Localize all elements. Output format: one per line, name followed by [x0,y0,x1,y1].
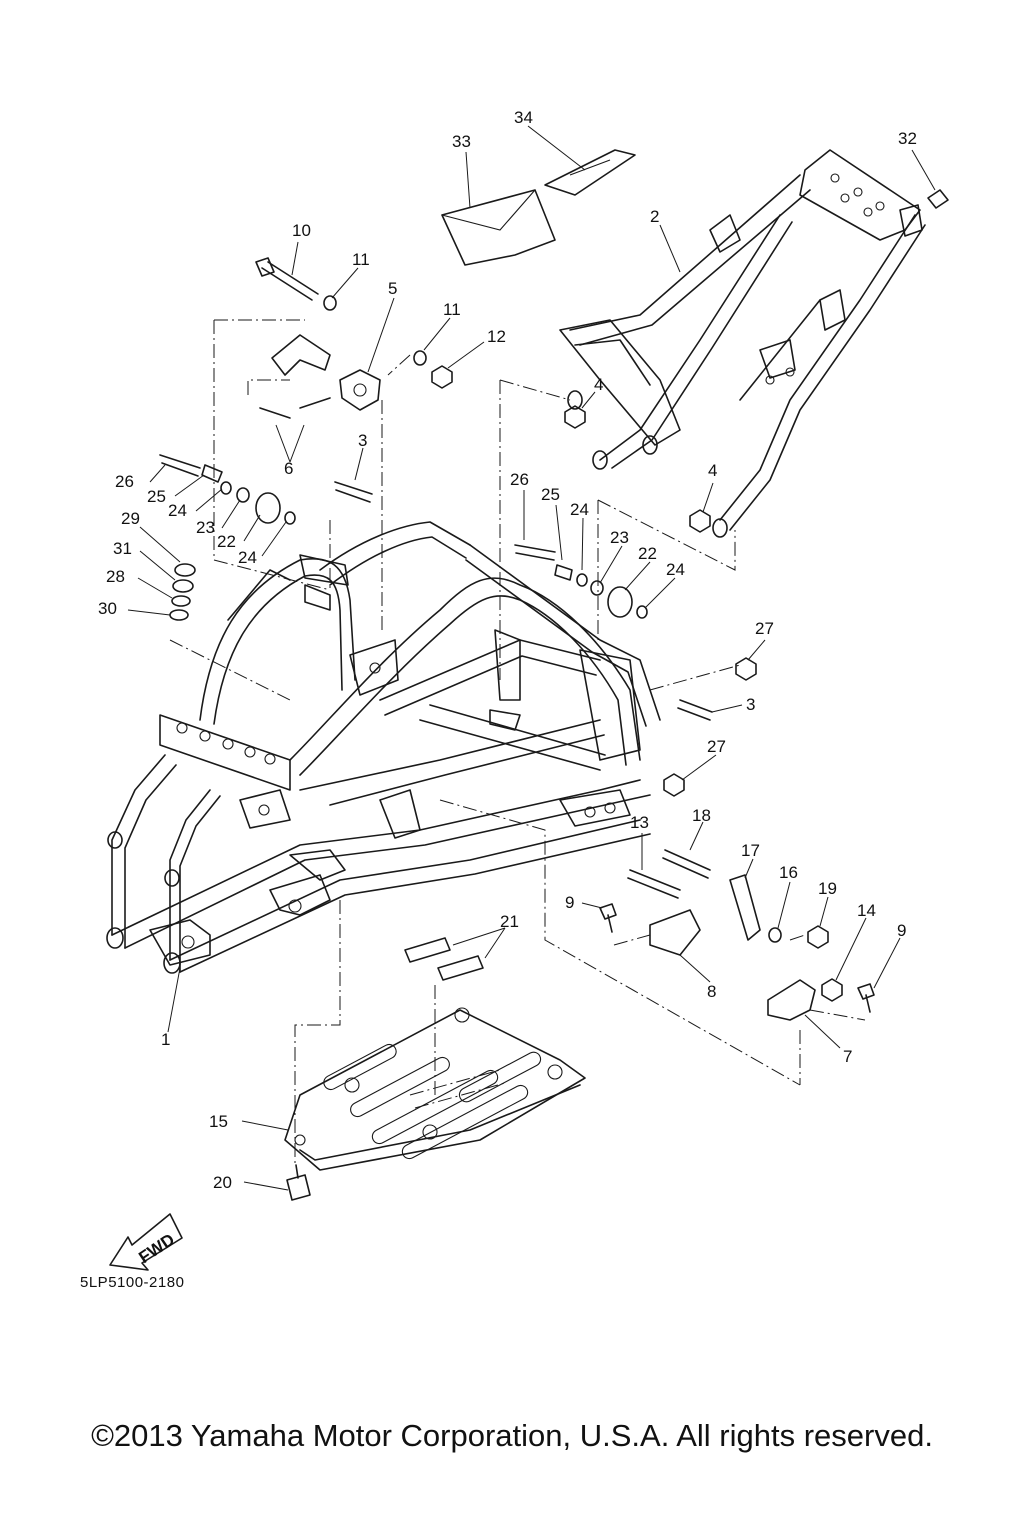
callout-33: 33 [452,132,471,151]
callout-28: 28 [106,567,125,586]
callout-4: 4 [594,375,603,394]
main-frame [106,521,661,974]
callout-numbers: 34 33 32 2 10 11 5 11 12 4 3 6 26 25 24 … [98,108,917,1192]
assembly-lines [169,319,866,1165]
fwd-label: FWD [135,1230,178,1267]
callout-32: 32 [898,129,917,148]
callout-25: 25 [541,485,560,504]
callout-22: 22 [638,544,657,563]
callout-11: 11 [443,300,461,319]
copyright-notice: ©2013 Yamaha Motor Corporation, U.S.A. A… [91,1418,933,1453]
rear-subframe [559,149,926,538]
callout-15: 15 [209,1112,228,1131]
callout-12: 12 [487,327,506,346]
callout-13: 13 [630,813,649,832]
callout-31: 31 [113,539,132,558]
callout-16: 16 [779,863,798,882]
callout-17: 17 [741,841,760,860]
callout-24: 24 [238,548,257,567]
callout-6: 6 [284,459,293,478]
callout-1: 1 [161,1030,170,1049]
callout-4: 4 [708,461,717,480]
callout-27: 27 [755,619,774,638]
callout-3: 3 [746,695,755,714]
drawing-code: 5LP5100-2180 [80,1274,185,1291]
callout-20: 20 [213,1173,232,1192]
callout-30: 30 [98,599,117,618]
callout-34: 34 [514,108,533,127]
callout-23: 23 [610,528,629,547]
callout-21: 21 [500,912,519,931]
callout-9: 9 [897,921,906,940]
callout-18: 18 [692,806,711,825]
callout-14: 14 [857,901,876,920]
small-parts [159,149,949,1201]
callout-26: 26 [510,470,529,489]
callout-11: 11 [352,250,370,269]
fwd-arrow: FWD [109,1213,183,1271]
callout-9: 9 [565,893,574,912]
callout-5: 5 [388,279,397,298]
callout-23: 23 [196,518,215,537]
callout-25: 25 [147,487,166,506]
callout-3: 3 [358,431,367,450]
callout-24: 24 [570,500,589,519]
callout-22: 22 [217,532,236,551]
callout-27: 27 [707,737,726,756]
callout-26: 26 [115,472,134,491]
callout-24: 24 [666,560,685,579]
leader-lines [127,125,936,1191]
callout-7: 7 [843,1047,852,1066]
callout-19: 19 [818,879,837,898]
callout-24: 24 [168,501,187,520]
skid-plate [284,1007,586,1171]
callout-10: 10 [292,221,311,240]
callout-8: 8 [707,982,716,1001]
callout-29: 29 [121,509,140,528]
callout-2: 2 [650,207,659,226]
